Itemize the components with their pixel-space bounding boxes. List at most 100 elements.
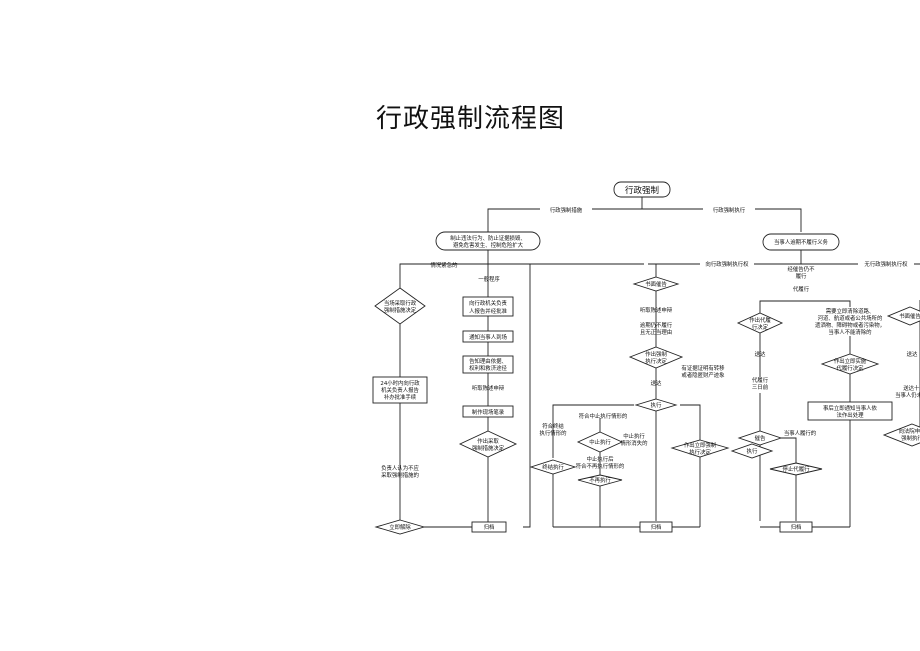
clear-road-line2: 河道、航道或者公共场所的 — [818, 314, 883, 322]
listen-defense-label: 听取陈述申辩 — [472, 384, 505, 392]
deliver-2-label: 送达 — [755, 350, 766, 358]
node-terminate-execution: 终结执行 — [529, 459, 577, 475]
onsite-measure-line1: 当场采取行政 — [384, 299, 417, 307]
make-record-label: 制作现场笔录 — [472, 408, 505, 416]
eliminate-line1: 中止执行 — [623, 432, 645, 440]
node-stop-illegal: 制止违法行为、防止证据损毁、 避免危害发生、控制危险扩大 — [435, 231, 541, 251]
transfer-evidence-line2: 或者隐匿财产迹象 — [681, 371, 725, 379]
transfer-evidence-line1: 有证据证明有转移 — [681, 364, 725, 372]
suspend-cases-label: 符合中止执行情形的 — [579, 412, 628, 420]
node-execute-2: 执行 — [730, 443, 774, 459]
deliver-ten-days-line1: 送达十日 — [903, 384, 920, 392]
immediate-execution-line2: 执行决定 — [689, 448, 711, 456]
notify-after-line2: 法作出处理 — [837, 411, 865, 419]
overdue-line2: 且无正当理由 — [640, 328, 672, 336]
node-execution-decision: 作出强制 执行决定 — [628, 346, 684, 369]
no-longer-execute-line2: 符合不再执行情形的 — [576, 462, 625, 470]
label-no-enforcement-power: 无行政强制执行权 — [858, 260, 914, 268]
written-notice-3-label: 书面催告 — [899, 312, 920, 320]
immediate-substitute-line2: 代履行决定 — [837, 364, 865, 372]
substitute-decision-line1: 作出代履 — [749, 316, 771, 324]
node-immediate-substitute: 作出立即实施 代履行决定 — [820, 353, 880, 375]
terminate-cases-line2: 执行情形的 — [540, 429, 567, 437]
clear-road-line1: 需要立即清除道路、 — [826, 307, 875, 315]
written-notice-label: 书面催告 — [645, 280, 667, 288]
execute-2-label: 执行 — [747, 447, 758, 455]
node-start: 行政强制 — [613, 181, 671, 198]
report-24h-line3: 补办批准手续 — [384, 393, 417, 401]
release-label: 立即解除 — [389, 523, 411, 531]
branch-execution-label: 行政强制执行 — [713, 206, 746, 214]
node-written-notice-3: 书面催告 — [886, 306, 920, 326]
node-report-24h: 24小时内向行政 机关负责人报告 补办批准手续 — [372, 376, 428, 404]
eliminate-line2: 情形消失的 — [621, 439, 648, 447]
node-party-not-perform: 当事人逾期不履行义务 — [762, 233, 840, 251]
clear-road-line4: 当事人不能清除的 — [828, 328, 871, 336]
node-make-decision: 作出采取 强制措施决定 — [458, 430, 518, 458]
node-make-record: 制作现场笔录 — [462, 405, 514, 418]
node-report-approval: 向行政机关负责 人报告并经批准 — [462, 296, 514, 317]
overdue-line1: 逾期仍不履行 — [640, 321, 673, 329]
node-inform-rights: 告知理由依据、 权利和救济途径 — [462, 355, 514, 374]
archive-label: 归档 — [484, 523, 495, 531]
notify-after-line1: 事后立即通知当事人依 — [823, 404, 878, 412]
node-immediate-execution: 作出立即强制 执行决定 — [670, 439, 730, 458]
deliver-ten-days-line2: 当事人仍未履行 — [895, 391, 920, 399]
node-archive-3: 归档 — [779, 521, 813, 533]
stop-substitute-label: 停止代履行 — [783, 465, 811, 473]
label-apply-execution: 向行政强制执行权 — [700, 260, 754, 268]
node-urge: 催告 — [737, 430, 783, 446]
label-branch-measure: 行政强制措施 — [540, 205, 592, 214]
archive-2-label: 归档 — [651, 523, 662, 531]
immediate-execution-line1: 作出立即强制 — [684, 441, 716, 449]
urge-label: 催告 — [755, 434, 766, 442]
no-need-line1: 负责人认为不应 — [381, 464, 419, 472]
party-not-perform-label: 当事人逾期不履行义务 — [774, 238, 829, 246]
inform-rights-line2: 权利和救济途径 — [469, 364, 507, 372]
execution-decision-line1: 作出强制 — [645, 350, 667, 358]
node-stop-substitute: 停止代履行 — [769, 462, 823, 476]
make-decision-line2: 强制措施决定 — [472, 444, 505, 452]
suspend-execution-label: 中止执行 — [589, 438, 611, 446]
report-approval-line2: 人报告并经批准 — [469, 307, 507, 315]
substitute-3days-line2: 三日前 — [752, 383, 769, 391]
deliver-label: 送达 — [651, 379, 662, 387]
report-approval-line1: 向行政机关负责 — [469, 299, 507, 307]
still-not-perform-line2: 履行 — [796, 272, 807, 280]
no-enforcement-power-label: 无行政强制执行权 — [864, 260, 908, 268]
node-notify-party: 通知当事人到场 — [462, 330, 514, 343]
immediate-substitute-line1: 作出立即实施 — [834, 357, 867, 365]
node-apply-court: 向法院申请 强制执行 — [882, 423, 920, 447]
substitute-perform-label: 代履行 — [793, 285, 810, 293]
page-title: 行政强制流程图 — [376, 104, 566, 134]
node-archive: 归档 — [471, 521, 507, 533]
onsite-measure-line2: 强制措施决定 — [384, 306, 417, 314]
node-substitute-decision: 作出代履 行决定 — [736, 312, 784, 334]
apply-court-line1: 向法院申请 — [899, 427, 920, 435]
substitute-decision-line2: 行决定 — [752, 323, 769, 331]
node-onsite-measure: 当场采取行政 强制措施决定 — [374, 287, 426, 325]
terminate-cases-line1: 符合终结 — [542, 422, 564, 430]
no-longer-exec-label: 不再执行 — [589, 476, 611, 484]
notify-party-label: 通知当事人到场 — [469, 333, 507, 341]
apply-execution-label: 向行政强制执行权 — [705, 260, 749, 268]
deliver-3-label: 送达 — [907, 350, 918, 358]
make-decision-line1: 作出采取 — [477, 437, 499, 445]
branch-measure-label: 行政强制措施 — [550, 206, 583, 214]
emergency-label: 情况紧急的 — [431, 261, 458, 269]
node-release: 立即解除 — [374, 519, 426, 535]
listen-defense-2-label: 听取陈述申辩 — [640, 306, 673, 314]
node-start-label: 行政强制 — [625, 185, 659, 196]
connector-lines — [399, 197, 920, 528]
stop-illegal-line1: 制止违法行为、防止证据损毁、 — [450, 234, 525, 242]
party-performed-label: 当事人履行的 — [784, 429, 816, 437]
archive-3-label: 归档 — [791, 523, 802, 531]
substitute-3days-line1: 代履行 — [752, 376, 769, 384]
node-suspend-execution: 中止执行 — [576, 431, 624, 453]
report-24h-line1: 24小时内向行政 — [380, 379, 420, 387]
clear-road-line3: 遗洒物、障碍物或者污染物， — [815, 321, 885, 329]
node-archive-2: 归档 — [639, 521, 673, 533]
node-notify-after: 事后立即通知当事人依 法作出处理 — [807, 401, 893, 421]
inform-rights-line1: 告知理由依据、 — [469, 357, 507, 365]
node-written-notice: 书面催告 — [632, 276, 680, 292]
